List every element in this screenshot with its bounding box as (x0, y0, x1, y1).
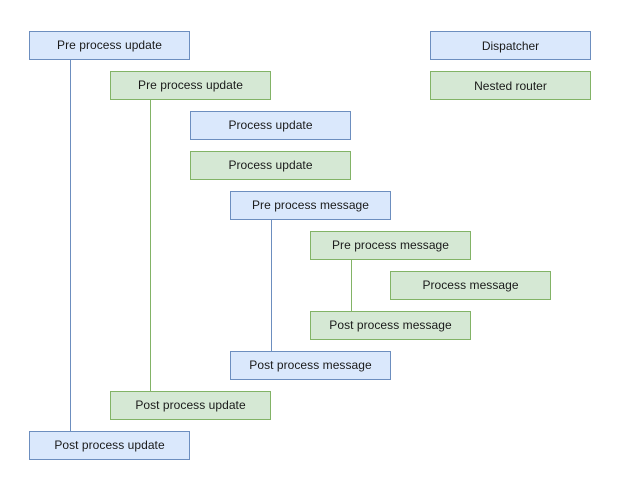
node-process-update-dispatcher[interactable]: Process update (190, 111, 351, 140)
node-label: Pre process message (251, 198, 369, 213)
node-label: Post process update (135, 398, 246, 413)
connector-edge-dispatcher-inner (271, 220, 272, 351)
node-post-process-update-dispatcher[interactable]: Post process update (29, 431, 190, 460)
node-label: Process message (422, 278, 519, 293)
node-label: Pre process update (138, 78, 243, 93)
node-label: Process update (228, 118, 313, 133)
connector-edge-router-outer (150, 100, 151, 391)
node-pre-process-update-router[interactable]: Pre process update (110, 71, 271, 100)
legend-label: Nested router (474, 78, 547, 93)
connector-edge-dispatcher-outer (70, 60, 71, 431)
node-label: Post process message (249, 358, 372, 373)
connector-edge-router-inner (351, 260, 352, 311)
node-label: Pre process update (57, 38, 162, 53)
node-pre-process-message-router[interactable]: Pre process message (310, 231, 471, 260)
node-pre-process-update-dispatcher[interactable]: Pre process update (29, 31, 190, 60)
node-label: Pre process message (331, 238, 449, 253)
legend-label: Dispatcher (481, 38, 540, 53)
node-post-process-message-dispatcher[interactable]: Post process message (230, 351, 391, 380)
node-pre-process-message-dispatcher[interactable]: Pre process message (230, 191, 391, 220)
node-post-process-message-router[interactable]: Post process message (310, 311, 471, 340)
node-label: Process update (228, 158, 313, 173)
legend-nested-router[interactable]: Nested router (430, 71, 591, 100)
legend-dispatcher[interactable]: Dispatcher (430, 31, 591, 60)
node-post-process-update-router[interactable]: Post process update (110, 391, 271, 420)
node-process-update-router[interactable]: Process update (190, 151, 351, 180)
node-label: Post process update (54, 438, 165, 453)
node-process-message-router[interactable]: Process message (390, 271, 551, 300)
node-label: Post process message (329, 318, 452, 333)
